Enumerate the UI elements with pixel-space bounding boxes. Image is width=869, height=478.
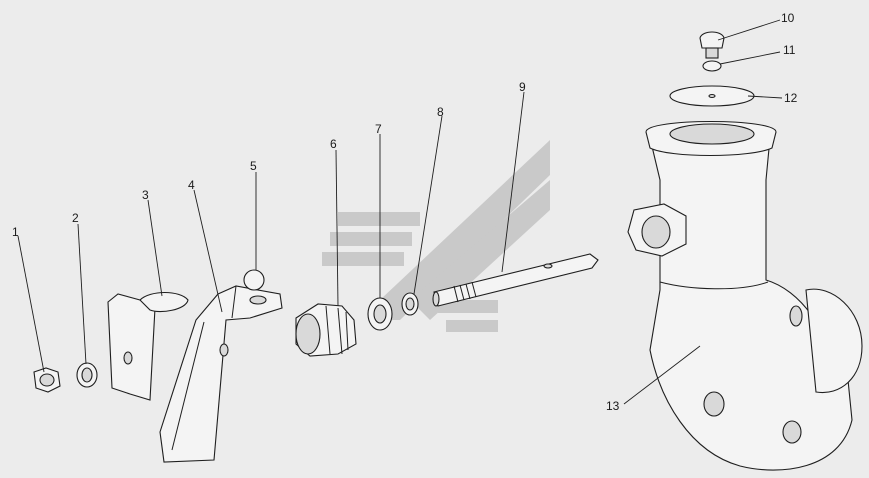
part-6-plug [295, 303, 357, 357]
part-9-threaded-rod [432, 253, 599, 307]
part-5-ball [243, 269, 265, 291]
callout-9: 9 [519, 80, 526, 94]
callout-11: 11 [783, 43, 796, 57]
callout-5: 5 [250, 159, 257, 173]
part-2-washer [76, 362, 98, 388]
callout-2: 2 [72, 211, 79, 225]
part-10-screw [699, 31, 725, 59]
callout-6: 6 [330, 137, 337, 151]
callout-8: 8 [437, 105, 444, 119]
part-8-washer [401, 292, 419, 316]
part-11-lock-washer [702, 60, 722, 72]
callout-7: 7 [375, 122, 382, 136]
part-7-gasket [367, 297, 393, 331]
callout-10: 10 [781, 11, 795, 25]
leader-lines [17, 19, 783, 405]
part-3-bracket [107, 291, 189, 401]
part-12-cover-plate [669, 85, 755, 107]
part-13-elbow-housing [627, 121, 863, 471]
callout-labels: 1 2 3 4 5 6 7 8 9 10 11 12 13 [12, 11, 798, 413]
watermark-logo [322, 140, 550, 332]
callout-13: 13 [606, 399, 620, 413]
callout-1: 1 [12, 225, 19, 239]
callout-3: 3 [142, 188, 149, 202]
callout-12: 12 [784, 91, 798, 105]
part-4-bracket-plate [159, 285, 283, 463]
part-1-hex-nut [33, 367, 61, 393]
callout-4: 4 [188, 178, 195, 192]
